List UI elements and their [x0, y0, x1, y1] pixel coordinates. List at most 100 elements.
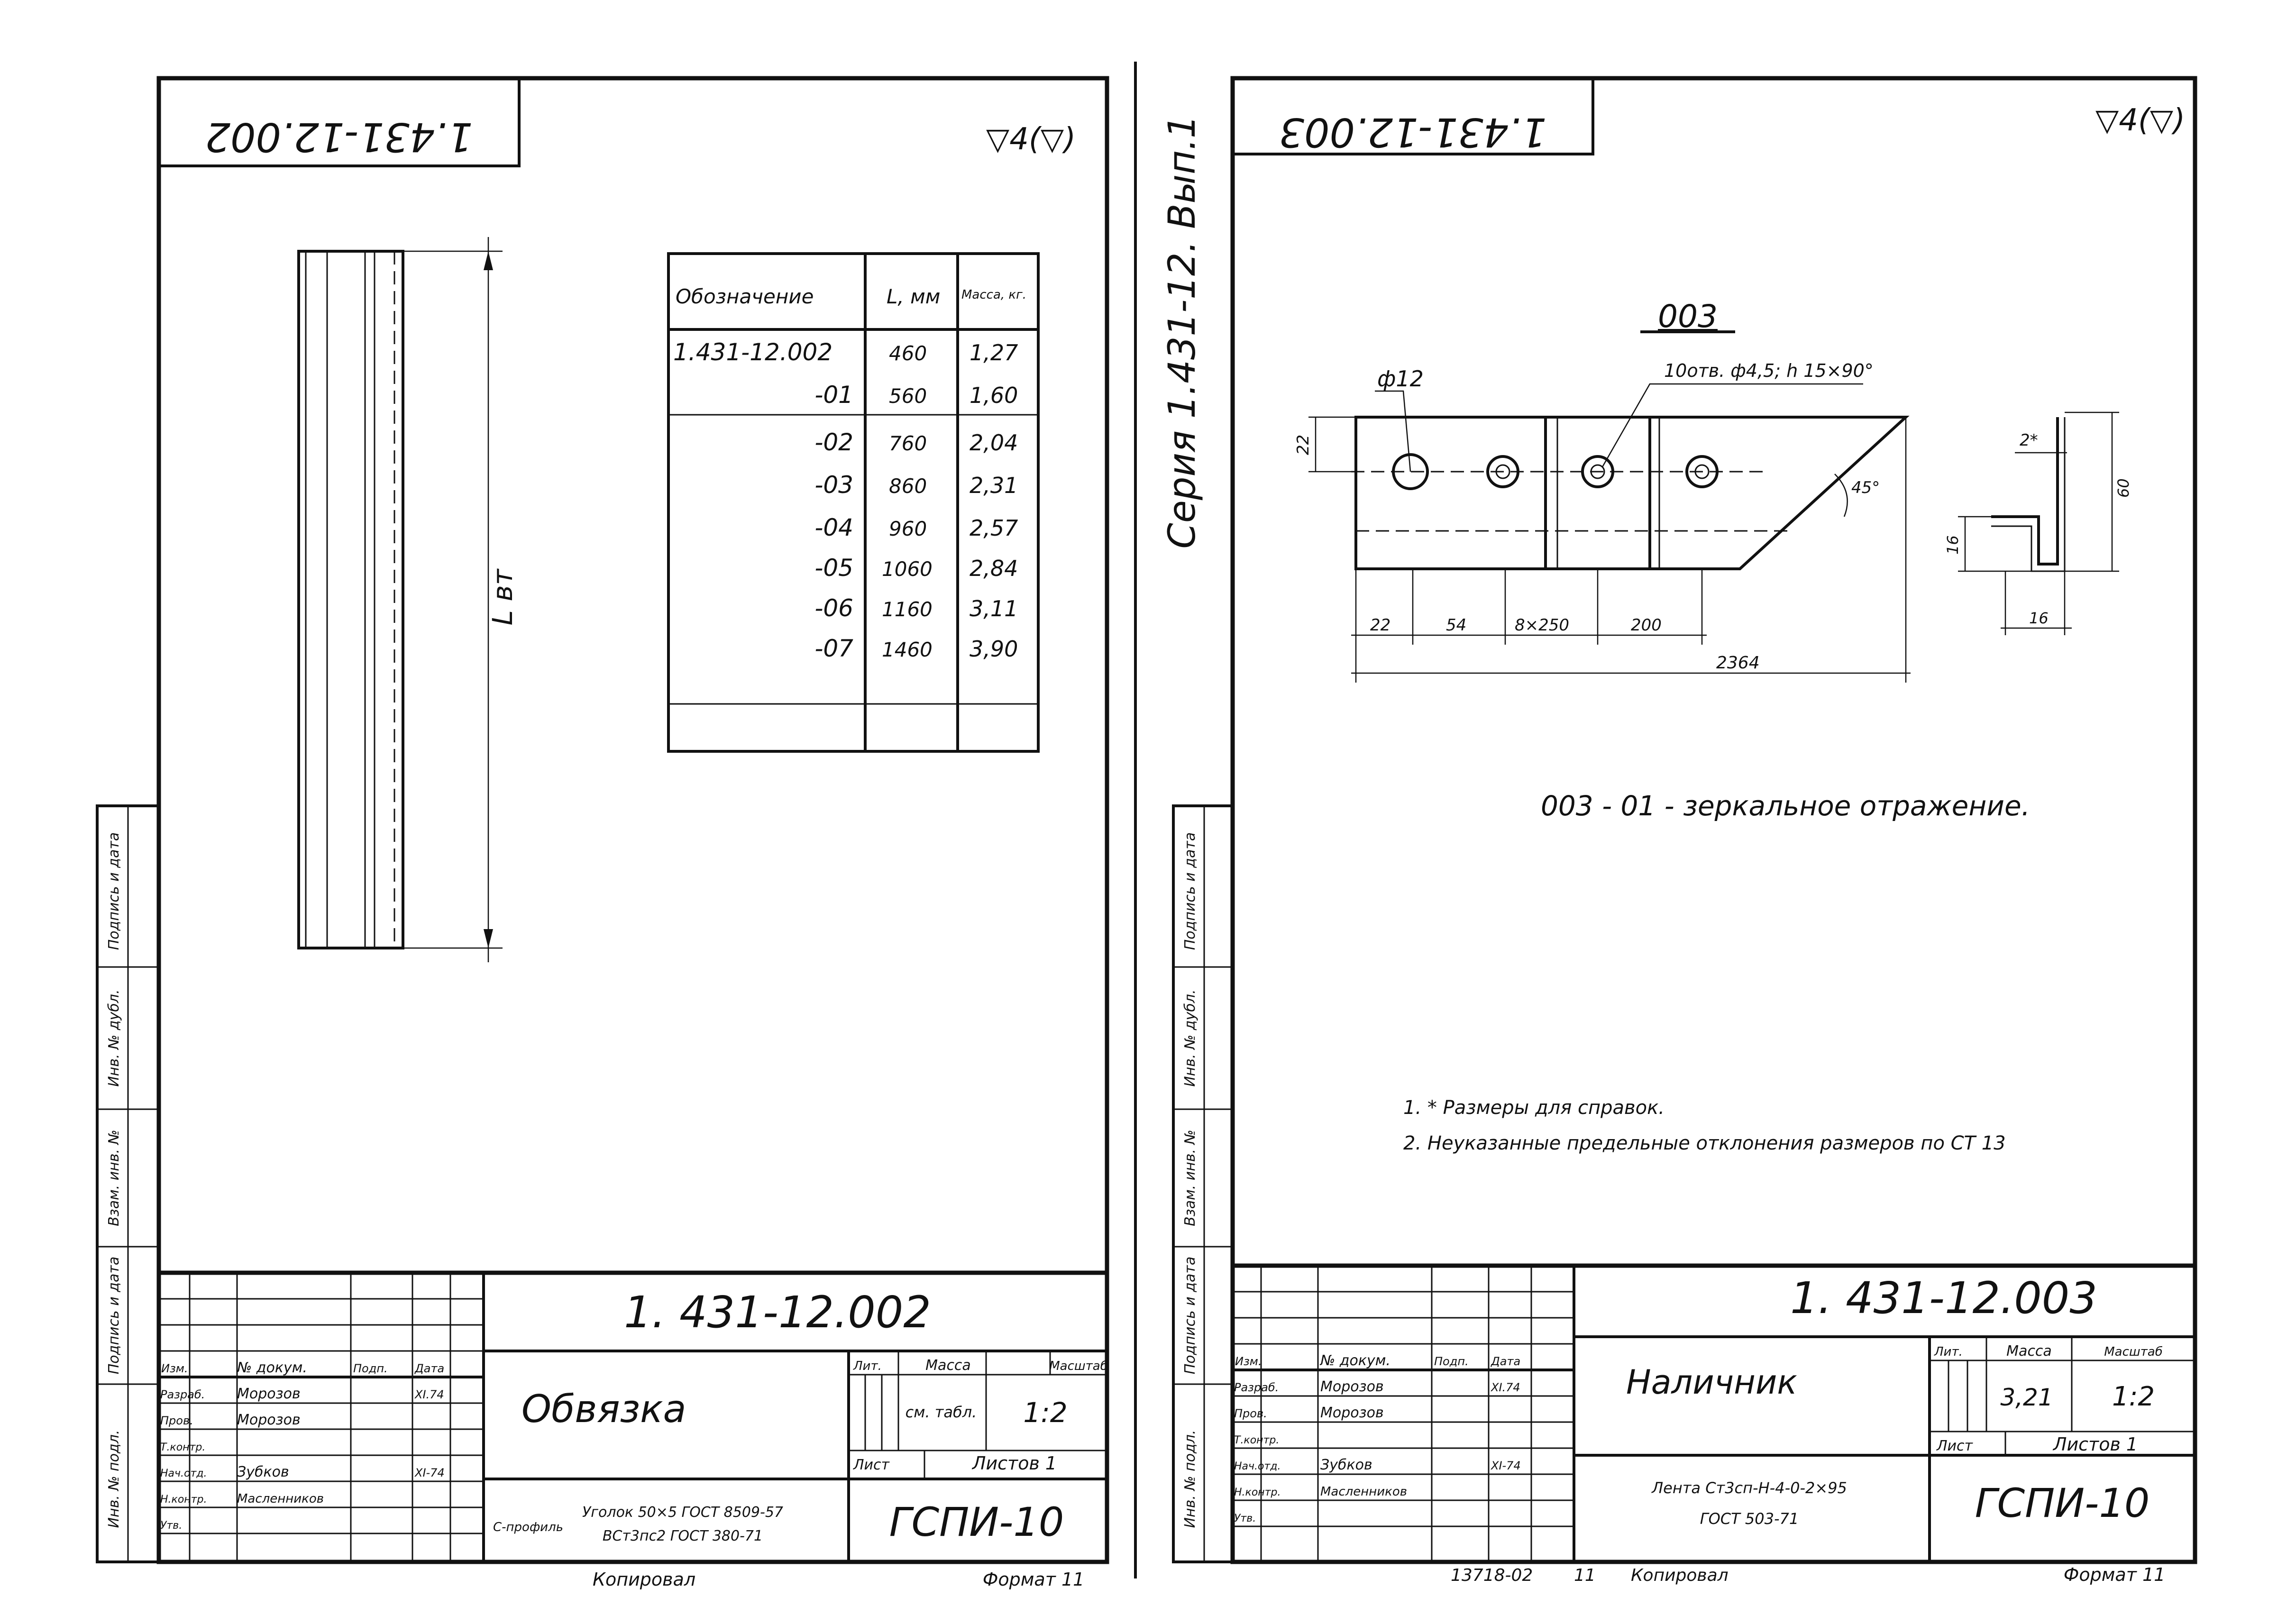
dim-total: 2364: [1716, 653, 1760, 673]
nalichnik-part-drawing: 003 ф12 10отв. ф4,5; h 15×90° 22: [1294, 298, 2132, 683]
signer-cell: Дата: [414, 1362, 444, 1375]
side-stamp-label: Подпись и дата: [106, 832, 122, 950]
sheets-label: Листов 1: [971, 1453, 1057, 1474]
signer-cell: Н.контр.: [1234, 1487, 1281, 1498]
signer-cell: Т.контр.: [160, 1442, 205, 1453]
sheets-label: Листов 1: [2052, 1434, 2138, 1455]
table-cell: 1060: [882, 557, 933, 581]
side-stamp-label: Подпись и дата: [106, 1257, 122, 1375]
dim-height: 22: [1294, 435, 1313, 455]
table-cell: 560: [889, 384, 927, 408]
signer-cell: Пров.: [160, 1414, 193, 1427]
table-cell: 2,84: [970, 556, 1018, 581]
left-sheet: Подпись и дата Инв. № дубл. Взам. инв. №…: [96, 76, 1109, 1590]
hole-note: 10отв. ф4,5; h 15×90°: [1664, 360, 1874, 381]
lit-label: Лит.: [1934, 1345, 1963, 1359]
material-line: ВСт3пс2 ГОСТ 380-71: [603, 1528, 763, 1544]
signer-cell: XI.74: [1490, 1381, 1520, 1394]
signer-cell: Зубков: [1320, 1457, 1372, 1473]
signer-cell: Нач.отд.: [1234, 1460, 1281, 1472]
signer-cell: Утв.: [160, 1520, 182, 1532]
dim-profile-height: 60: [2114, 478, 2132, 498]
material-prefix: С-профиль: [493, 1520, 563, 1534]
material-line: Уголок 50×5 ГОСТ 8509-57: [582, 1504, 783, 1521]
signer-cell: Подп.: [353, 1362, 388, 1375]
table-cell: -02: [814, 429, 853, 456]
left-title-block: Изм. № докум. Подп. Дата Разраб. Морозов…: [159, 1270, 1108, 1590]
left-profile-drawing: L вт: [297, 237, 519, 962]
signer-cell: XI.74: [414, 1388, 444, 1401]
signer-cell: Подп.: [1434, 1355, 1469, 1368]
left-drawing-code: 1. 431-12.002: [624, 1287, 931, 1338]
note-line: 2. Неуказанные предельные отклонения раз…: [1403, 1132, 2006, 1154]
sheet-label: Лист: [853, 1457, 890, 1473]
mass-label: Масса: [2006, 1343, 2052, 1359]
left-corner-box: [157, 77, 521, 167]
note-line: 1. * Размеры для справок.: [1403, 1097, 1665, 1119]
bottom-note: 13718-02: [1451, 1566, 1533, 1585]
side-stamp-label: Инв. № подл.: [106, 1430, 122, 1528]
signer-cell: Масленников: [237, 1492, 324, 1506]
table-cell: 860: [889, 474, 927, 498]
bottom-note: 11: [1574, 1566, 1596, 1585]
table-cell: 2,31: [970, 473, 1018, 498]
signer-cell: Разраб.: [160, 1388, 205, 1401]
table-cell: 1460: [882, 638, 933, 661]
dim-bottom: 200: [1631, 616, 1662, 635]
dim-profile-bottom: 16: [2029, 609, 2049, 627]
signer-cell: Н.контр.: [160, 1494, 207, 1505]
table-cell: -06: [814, 594, 853, 622]
length-mass-table: Обозначение L, мм Масса, кг. 1.431-12.00…: [667, 252, 1040, 753]
table-header: L, мм: [887, 285, 940, 308]
material-line: ГОСТ 503-71: [1700, 1510, 1799, 1528]
signer-cell: Зубков: [237, 1464, 289, 1480]
signer-cell: XI-74: [414, 1466, 445, 1479]
table-cell: 2,04: [970, 430, 1018, 456]
dim-profile-top: 2*: [2020, 431, 2038, 450]
mass-label: Масса: [925, 1357, 971, 1374]
right-corner-code: 1.431-12.003: [1279, 109, 1547, 155]
left-part-name: Обвязка: [521, 1387, 686, 1431]
signer-cell: Изм.: [161, 1362, 188, 1375]
scale-label: Масштаб: [1049, 1359, 1108, 1373]
signer-cell: Т.контр.: [1234, 1434, 1279, 1446]
signer-cell: № докум.: [1319, 1352, 1390, 1369]
table-cell: 760: [889, 432, 927, 455]
table-cell: -07: [814, 635, 853, 662]
table-cell: 1160: [882, 598, 933, 621]
scale-label: Масштаб: [2104, 1345, 2163, 1359]
signer-cell: XI-74: [1490, 1459, 1521, 1472]
table-cell: 2,57: [970, 515, 1018, 541]
scale-value: 1:2: [1023, 1396, 1067, 1429]
left-roughness-symbol: ▽4(▽): [986, 122, 1076, 157]
table-cell: -01: [814, 381, 853, 409]
table-cell: 960: [889, 517, 927, 540]
table-cell: -04: [814, 514, 853, 541]
signer-cell: Морозов: [237, 1412, 301, 1428]
signer-cell: Пров.: [1234, 1407, 1267, 1420]
series-label: Серия 1.431-12. Вып.1: [1161, 115, 1204, 548]
side-stamp-label: Подпись и дата: [1182, 832, 1198, 950]
lit-label: Лит.: [853, 1359, 882, 1373]
side-stamp-label: Взам. инв. №: [1182, 1130, 1198, 1226]
sheet-label: Лист: [1936, 1438, 1974, 1454]
length-label: L вт: [486, 568, 519, 625]
signer-cell: Масленников: [1320, 1485, 1407, 1499]
format-label: Формат 11: [983, 1569, 1085, 1590]
right-title-block: Изм. № докум. Подп. Дата Разраб. Морозов…: [1233, 1263, 2195, 1585]
dim-bottom: 8×250: [1515, 616, 1569, 635]
right-sheet: Подпись и дата Инв. № дубл. Взам. инв. №…: [1161, 76, 2197, 1585]
diameter-label: ф12: [1377, 366, 1424, 392]
table-cell: 3,90: [970, 636, 1018, 662]
signer-cell: Морозов: [237, 1386, 301, 1402]
table-cell: 1,60: [970, 383, 1018, 408]
table-header: Масса, кг.: [961, 288, 1026, 302]
right-part-name: Наличник: [1626, 1363, 1797, 1402]
mass-value: 3,21: [2000, 1384, 2053, 1411]
table-cell: 3,11: [970, 596, 1018, 621]
dim-angle: 45°: [1851, 478, 1880, 497]
right-corner-box: [1231, 77, 1594, 155]
side-stamp-label: Инв. № дубл.: [106, 989, 122, 1086]
signer-cell: Нач.отд.: [160, 1468, 207, 1479]
